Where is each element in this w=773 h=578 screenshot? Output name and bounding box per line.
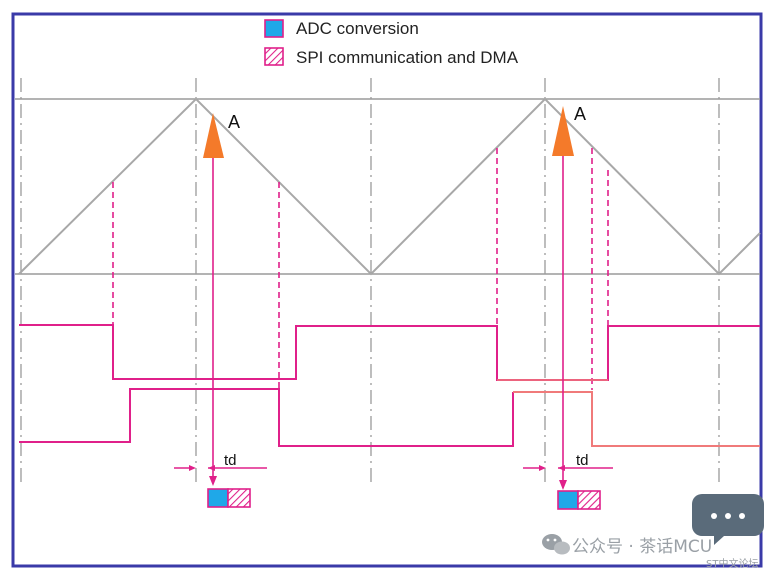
legend-adc-swatch xyxy=(264,19,284,38)
chat-bubble-icon xyxy=(692,494,764,545)
delay-marker-right xyxy=(523,465,613,471)
spi-block-left xyxy=(227,488,251,508)
adc-block-left xyxy=(207,488,229,508)
watermark-forum: ST中文论坛 xyxy=(706,559,759,570)
arrow-tip-down-left xyxy=(209,476,217,486)
legend-spi-swatch xyxy=(264,47,284,66)
trigger-arrow-left xyxy=(203,113,224,486)
arrow-head-right xyxy=(552,106,574,156)
vertical-guides xyxy=(20,78,720,485)
arrow-tip-down-right xyxy=(559,480,567,490)
delay-label-right: td xyxy=(576,452,589,469)
triangle-wave xyxy=(18,97,761,276)
peak-label-left: A xyxy=(228,112,241,132)
arrow-head-left xyxy=(203,113,224,158)
conversion-block-right xyxy=(557,490,601,510)
conversion-block-left xyxy=(207,488,251,508)
pwm-signal-lower-right xyxy=(513,391,760,447)
pwm-signal-upper xyxy=(19,324,760,381)
delay-label-left: td xyxy=(224,452,237,469)
wechat-icon xyxy=(542,534,570,555)
compare-markers xyxy=(112,148,609,390)
adc-block-right xyxy=(557,490,579,510)
delay-marker-left xyxy=(174,465,267,471)
spi-block-right xyxy=(577,490,601,510)
trigger-arrow-right xyxy=(552,106,574,490)
legend-spi-label: SPI communication and DMA xyxy=(296,48,519,67)
peak-label-right: A xyxy=(574,104,587,124)
legend-adc-label: ADC conversion xyxy=(296,19,419,38)
watermark-channel: 公众号 · 茶话MCU xyxy=(572,537,713,557)
pwm-signal-lower-left xyxy=(19,388,514,447)
outer-frame xyxy=(11,12,763,568)
